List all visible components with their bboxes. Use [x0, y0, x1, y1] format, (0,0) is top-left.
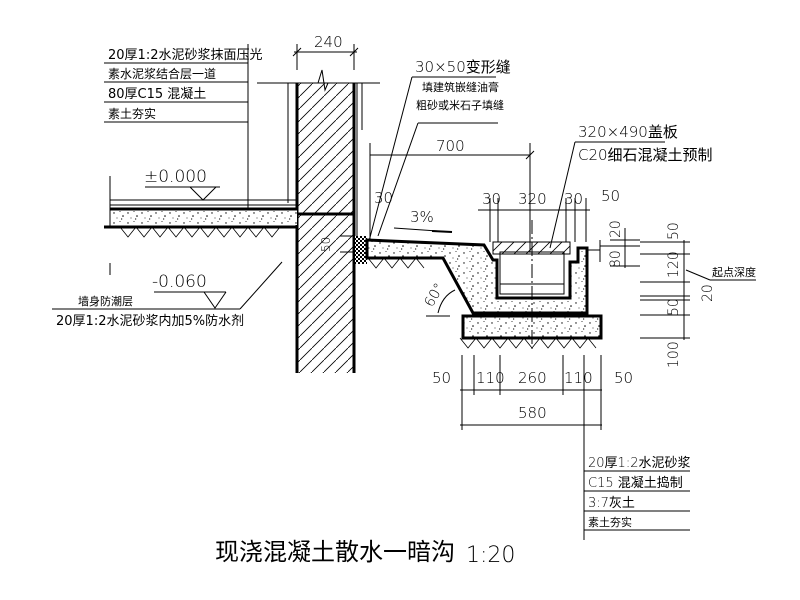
trench-layer-1: 20厚1:2水泥砂浆 [588, 456, 690, 471]
bottom-dimension-row: 50 110 260 110 50 580 [432, 355, 633, 430]
slope-label: 3% [410, 208, 434, 226]
joint-line-2: 粗砂或米石子填缝 [416, 98, 504, 112]
cover-callout: 320×490盖板 C20细石混凝土预制 [549, 123, 713, 249]
dim-right-50-mid: 50 [666, 298, 682, 316]
joint-title-size: 30×50变形缝 [415, 58, 511, 76]
dim-total-580: 580 [518, 404, 547, 422]
dim-right-50-top: 50 [666, 222, 682, 240]
dpc-line: 20厚1:2水泥砂浆内加5%防水剂 [56, 313, 244, 329]
drawing-title: 现浇混凝土散水一暗沟 [215, 538, 455, 566]
dim-top-50: 50 [601, 187, 620, 205]
dpc-title: 墙身防潮层 [78, 294, 133, 308]
dim-bottom-110-right: 110 [564, 369, 593, 387]
apron-channel-body [365, 220, 603, 350]
trench-layers-callout: 20厚1:2水泥砂浆 C15 混凝土捣制 3:7灰土 素土夯实 [583, 430, 690, 540]
dim-right-20: 20 [608, 220, 624, 238]
dim-right-100: 100 [666, 341, 682, 368]
joint-filler [355, 236, 367, 264]
joint-line-1: 填建筑嵌缝油膏 [422, 80, 499, 94]
joint-callout: 30×50变形缝 填建筑嵌缝油膏 粗砂或米石子填缝 [367, 58, 511, 246]
elevation-floor-marker: ±0.000 [144, 167, 220, 201]
cover-title: 320×490盖板 [578, 123, 678, 141]
angle-label: 60° [422, 280, 448, 310]
dim-top-30-right: 30 [564, 190, 583, 208]
floor-layer-1: 20厚1:2水泥砂浆抹面压光 [108, 48, 262, 63]
trench-layer-3: 3:7灰土 [588, 496, 635, 511]
dim-top-30-left: 30 [482, 190, 501, 208]
dim-joint-50: 50 [319, 237, 333, 252]
dim-bottom-110-left: 110 [476, 369, 505, 387]
dim-apron-700: 700 [436, 137, 465, 155]
top-dimension-row: 30 320 30 50 [478, 187, 620, 242]
right-dimension-col-a: 20 80 [600, 220, 640, 268]
floor-layer-4: 素土夯实 [108, 106, 156, 121]
slope-marker: 3% [393, 208, 453, 233]
floor-layer-2: 素水泥浆结合层一道 [108, 66, 216, 81]
dim-bottom-50-right: 50 [614, 369, 633, 387]
dpc-callout: 墙身防潮层 20厚1:2水泥砂浆内加5%防水剂 -0.060 [52, 261, 283, 329]
dim-apron-30: 30 [374, 189, 393, 207]
dim-start-depth-20: 20 [700, 284, 716, 302]
angle-marker: 60° [422, 280, 456, 317]
cover-line: C20细石混凝土预制 [578, 146, 713, 164]
dim-right-120: 120 [666, 251, 682, 278]
interior-floor [104, 176, 297, 238]
trench-layer-2: C15 混凝土捣制 [588, 475, 683, 491]
elevation-floor: ±0.000 [144, 167, 207, 187]
brick-wall [257, 69, 380, 373]
dim-bottom-260: 260 [518, 369, 547, 387]
trench-layer-4: 素土夯实 [588, 515, 632, 529]
wall-dimension: 240 [292, 33, 359, 70]
elevation-dpc: -0.060 [152, 272, 207, 292]
floor-layers-callout: 20厚1:2水泥砂浆抹面压光 素水泥浆结合层一道 80厚C15 混凝土 素土夯实 [104, 44, 262, 216]
dim-wall-240: 240 [314, 33, 343, 51]
dim-right-80: 80 [608, 250, 624, 268]
right-dimension-col-b: 50 120 50 100 20 起点深度 [640, 222, 756, 368]
dim-bottom-50-left: 50 [432, 369, 451, 387]
drawing-scale: 1:20 [466, 543, 515, 568]
start-depth-label: 起点深度 [712, 265, 756, 279]
floor-layer-3: 80厚C15 混凝土 [108, 86, 206, 102]
dim-top-320: 320 [518, 190, 547, 208]
